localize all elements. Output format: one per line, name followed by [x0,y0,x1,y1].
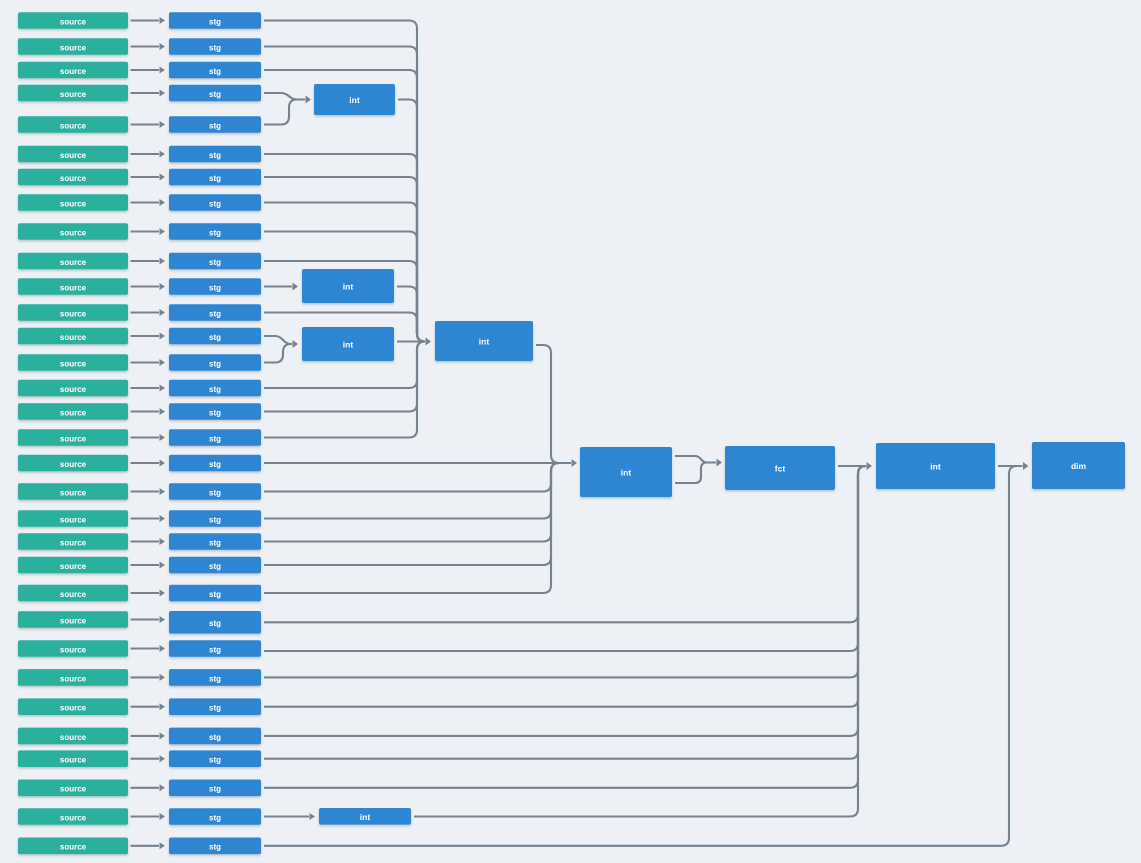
svg-text:stg: stg [209,843,221,852]
svg-text:stg: stg [209,309,221,318]
svg-text:stg: stg [209,258,221,267]
svg-text:source: source [60,538,87,547]
svg-text:source: source [60,309,87,318]
svg-text:source: source [60,616,87,625]
svg-text:stg: stg [209,515,221,524]
svg-text:source: source [60,359,87,368]
svg-text:int: int [930,462,941,472]
svg-text:stg: stg [209,434,221,443]
svg-text:source: source [60,843,87,852]
svg-text:source: source [60,460,87,469]
svg-text:stg: stg [209,674,221,683]
svg-text:stg: stg [209,228,221,237]
svg-text:source: source [60,228,87,237]
svg-text:source: source [60,785,87,794]
svg-text:source: source [60,333,87,342]
svg-text:source: source [60,590,87,599]
svg-text:int: int [343,282,354,292]
svg-text:stg: stg [209,151,221,160]
svg-text:source: source [60,121,87,130]
svg-text:source: source [60,562,87,571]
svg-text:source: source [60,434,87,443]
svg-text:int: int [621,468,632,478]
svg-text:dim: dim [1071,461,1087,471]
svg-text:stg: stg [209,199,221,208]
svg-text:int: int [479,337,490,347]
svg-text:source: source [60,756,87,765]
svg-text:stg: stg [209,488,221,497]
svg-text:source: source [60,813,87,822]
svg-text:stg: stg [209,174,221,183]
svg-text:source: source [60,90,87,99]
svg-text:int: int [349,95,360,105]
svg-text:source: source [60,17,87,26]
svg-text:stg: stg [209,408,221,417]
svg-text:source: source [60,704,87,713]
svg-text:source: source [60,174,87,183]
svg-text:stg: stg [209,590,221,599]
svg-text:stg: stg [209,333,221,342]
svg-text:source: source [60,199,87,208]
svg-text:source: source [60,645,87,654]
svg-text:source: source [60,67,87,76]
svg-text:stg: stg [209,385,221,394]
svg-text:stg: stg [209,704,221,713]
svg-text:int: int [360,812,371,822]
svg-text:stg: stg [209,359,221,368]
svg-text:stg: stg [209,17,221,26]
svg-text:source: source [60,515,87,524]
svg-text:stg: stg [209,43,221,52]
svg-text:source: source [60,43,87,52]
svg-text:stg: stg [209,460,221,469]
svg-text:stg: stg [209,283,221,292]
svg-text:source: source [60,151,87,160]
svg-text:stg: stg [209,756,221,765]
svg-text:stg: stg [209,90,221,99]
svg-text:source: source [60,488,87,497]
svg-text:source: source [60,283,87,292]
svg-text:stg: stg [209,813,221,822]
svg-text:stg: stg [209,645,221,654]
svg-text:stg: stg [209,619,221,628]
svg-text:fct: fct [775,464,786,474]
svg-text:source: source [60,408,87,417]
svg-text:stg: stg [209,785,221,794]
svg-text:source: source [60,258,87,267]
svg-text:source: source [60,385,87,394]
svg-text:source: source [60,733,87,742]
svg-text:source: source [60,674,87,683]
svg-text:stg: stg [209,538,221,547]
svg-text:stg: stg [209,121,221,130]
svg-text:stg: stg [209,67,221,76]
svg-text:stg: stg [209,562,221,571]
svg-text:stg: stg [209,733,221,742]
svg-text:int: int [343,340,354,350]
